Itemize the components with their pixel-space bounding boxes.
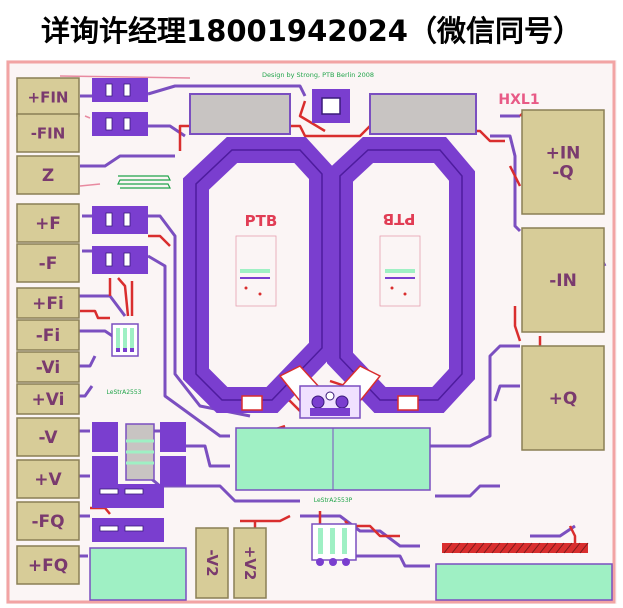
pad-left-4-label: +F (35, 214, 61, 234)
green-plane-bottom-left (89, 547, 187, 601)
pad-left-12-label: -FQ (31, 512, 64, 532)
pad-left-5-label: -F (39, 254, 58, 274)
pad-left-1-label: +FIN (28, 88, 69, 106)
ic-bottom-label: LeStrA2553P (314, 497, 353, 504)
green-plane-bottom-right (435, 563, 613, 601)
pad-left-10: -V (16, 417, 80, 457)
pad-bottom-2-body (233, 527, 267, 599)
pad-right-1-label: +IN (546, 143, 581, 163)
coil-right (327, 137, 475, 413)
pad-left-10-body (16, 417, 80, 457)
pad-left-13-body (16, 545, 80, 585)
pad-left-6-label: +Fi (32, 294, 64, 314)
pad-right-1-body (521, 109, 605, 215)
pad-left-9: +Vi (16, 383, 80, 415)
pad-left-13-label: +FQ (28, 556, 68, 576)
pad-pin-markers (99, 83, 144, 532)
coil-left (183, 137, 335, 413)
pad-left-10-label: -V (39, 428, 59, 448)
coil-left-label: PTB (245, 212, 278, 230)
right-pad-column: +IN-Q -IN +Q (521, 109, 605, 451)
left-pad-column: +FIN -FIN Z +F -F +Fi -Fi -Vi +Vi -V +V -FQ +FQ (16, 77, 80, 585)
pad-left-7-label: -Fi (36, 326, 61, 346)
pad-left-9-label: +Vi (32, 390, 65, 410)
bottom-pad-row: -V2 +V2 (195, 527, 267, 599)
pad-right-3-label: +Q (549, 389, 578, 409)
pad-left-9-body (16, 383, 80, 415)
board-outline (6, 60, 616, 604)
pad-bottom-1-body (195, 527, 229, 599)
coil-right-label: PTB (383, 210, 416, 228)
ic-left-label: LeStrA2553 (107, 389, 142, 396)
pad-left-7: -Fi (16, 319, 80, 351)
hatched-strip (442, 542, 589, 554)
pad-left-12-body (16, 501, 80, 541)
grey-block-right (369, 93, 477, 135)
pad-right-2: -IN (521, 227, 605, 333)
pad-bottom-2-label: +V2 (241, 546, 259, 581)
pad-left-3-label: Z (42, 166, 54, 186)
pad-right-3-body (521, 345, 605, 451)
pad-right-3: +Q (521, 345, 605, 451)
pad-left-3: Z (16, 155, 80, 195)
center-junction (241, 365, 419, 419)
pad-left-8-body (16, 351, 80, 383)
pad-right-2-label: -IN (549, 271, 577, 291)
pad-left-7-body (16, 319, 80, 351)
pad-left-3-body (16, 155, 80, 195)
zigzag-trace (117, 175, 171, 189)
pad-right-2-body (521, 227, 605, 333)
grey-block-left (189, 93, 291, 135)
pad-left-11-label: +V (34, 470, 62, 490)
coil-right-components (379, 235, 421, 307)
pad-left-12: -FQ (16, 501, 80, 541)
pad-left-5: -F (16, 243, 80, 283)
part-id-label: HXL1 (498, 92, 539, 108)
pad-left-2-body (16, 113, 80, 153)
pad-right-1-label: -Q (552, 162, 574, 182)
pad-left-5-body (16, 243, 80, 283)
pad-bottom-1-label: -V2 (203, 549, 221, 576)
pad-left-6: +Fi (16, 287, 80, 319)
pad-left-2-label: -FIN (31, 124, 66, 142)
pad-left-6-body (16, 287, 80, 319)
pad-bottom-1: -V2 (195, 527, 229, 599)
pad-left-11-body (16, 459, 80, 499)
coil-left-components (235, 235, 277, 307)
pad-left-11: +V (16, 459, 80, 499)
pad-left-13: +FQ (16, 545, 80, 585)
header-banner: 详询许经理18001942024（微信同号） (0, 0, 623, 58)
pad-bottom-2: +V2 (233, 527, 267, 599)
pcb-layout-diagram: PTB PTB Design by Strong, PTB Berlin 200… (6, 60, 617, 604)
design-credit: Design by Strong, PTB Berlin 2008 (262, 71, 374, 79)
pad-left-4: +F (16, 203, 80, 243)
pad-right-1: +IN-Q (521, 109, 605, 215)
pad-left-1: +FIN (16, 77, 80, 117)
pad-left-4-body (16, 203, 80, 243)
pad-left-8: -Vi (16, 351, 80, 383)
pad-left-2: -FIN (16, 113, 80, 153)
pad-left-8-label: -Vi (36, 358, 61, 378)
ic-bottom (311, 523, 357, 566)
ic-left (111, 323, 139, 357)
header-text: 详询许经理18001942024（微信同号） (41, 14, 582, 48)
square-pad-top-inner (321, 97, 341, 115)
